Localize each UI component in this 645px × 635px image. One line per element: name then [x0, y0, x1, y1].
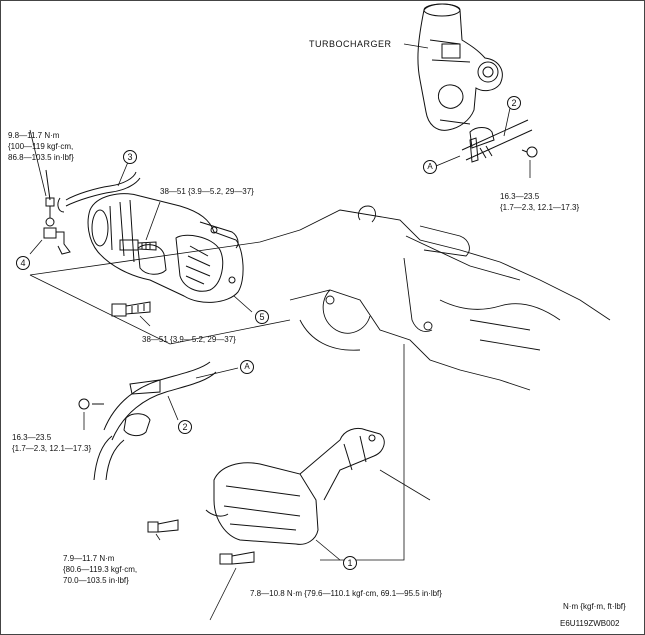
bolt-bottom [219, 551, 255, 565]
torque-right-line-2: {1.7—2.3, 12.1—17.3} [500, 203, 580, 212]
torque-starter-upper: 38—51 {3.9—5.2, 29—37} [160, 187, 254, 196]
callout-2-middle: 2 [178, 420, 192, 434]
callout-a-middle: A [240, 360, 254, 374]
bolt-top-left [45, 197, 55, 218]
bolt-bottom-left [147, 519, 179, 533]
pipe-2-middle [78, 361, 217, 481]
heat-insulator-1 [205, 427, 385, 545]
wiring-harness-3 [57, 171, 141, 213]
callout-5: 5 [255, 310, 269, 324]
pipe-2-top [461, 119, 538, 163]
torque-right-line-1: 16.3—23.5 [500, 192, 540, 201]
torque-starter-lower: 38—51 {3.9—5.2, 29—37} [142, 335, 236, 344]
starter-bolt-lower [111, 301, 151, 317]
torque-mid-left-line-1: 16.3—23.5 [12, 433, 52, 442]
terminal-nut-4 [43, 169, 71, 255]
turbocharger-drawing [417, 3, 503, 131]
callout-1: 1 [343, 556, 357, 570]
torque-bottom-left-line-1: 7.9—11.7 N·m [63, 554, 115, 563]
callout-a-top: A [423, 160, 437, 174]
torque-top-left-line-3: 86.8—103.5 in·lbf} [8, 153, 74, 162]
torque-bottom: 7.8—10.8 N·m {79.6—110.1 kgf·cm, 69.1—95… [250, 589, 442, 598]
callout-4: 4 [16, 256, 30, 270]
starter-bolt-upper [119, 239, 157, 251]
torque-bottom-left-line-3: 70.0—103.5 in·lbf} [63, 576, 129, 585]
turbocharger-label: TURBOCHARGER [309, 39, 392, 49]
callout-3: 3 [123, 150, 137, 164]
units-legend: N·m {kgf·m, ft·lbf} [563, 602, 626, 611]
torque-top-left-line-1: 9.8—11.7 N·m [8, 131, 60, 140]
engine-block-outline [289, 205, 611, 391]
callout-2-top: 2 [507, 96, 521, 110]
figure-code: E6U119ZWB002 [560, 619, 620, 628]
starter-motor-drawing [87, 193, 244, 303]
torque-top-left-line-2: {100—119 kgf·cm, [8, 142, 74, 151]
torque-bottom-left-line-2: {80.6—119.3 kgf·cm, [63, 565, 138, 574]
torque-mid-left-line-2: {1.7—2.3, 12.1—17.3} [12, 444, 92, 453]
